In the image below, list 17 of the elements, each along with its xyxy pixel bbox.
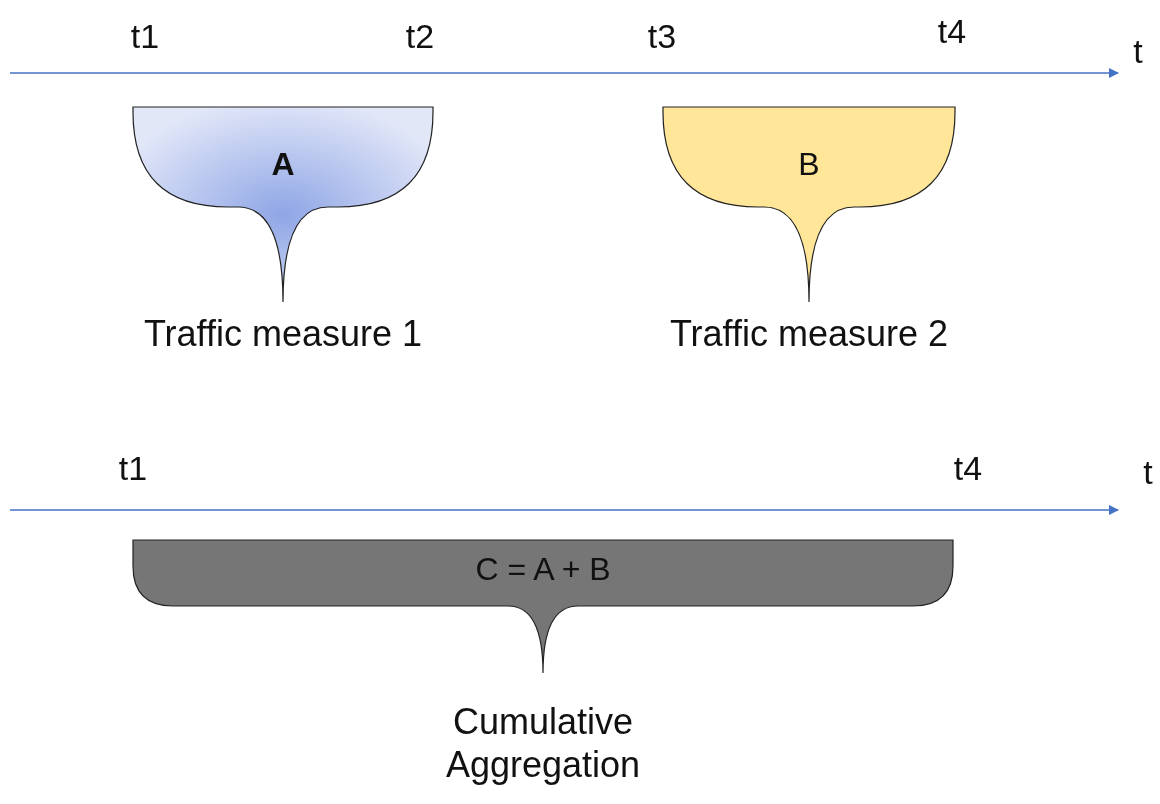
time-label: t1 [130,18,160,56]
node-label: Cumulative Aggregation [444,700,642,787]
node-label: Traffic measure 2 [668,312,950,356]
time-label: t [1143,454,1153,492]
time-label: t2 [405,18,435,56]
time-label: t3 [647,18,677,56]
time-label: t [1133,33,1143,71]
funnel-shape [133,107,433,302]
time-label: t1 [118,450,148,488]
funnel-shape [133,540,953,673]
time-label: t4 [937,13,967,51]
time-label: t4 [953,450,983,488]
funnel-shape [663,107,955,302]
shape-label: B [797,147,821,183]
shape-label: C = A + B [474,552,612,588]
shape-label: A [270,147,296,183]
node-label: Traffic measure 1 [142,312,424,356]
